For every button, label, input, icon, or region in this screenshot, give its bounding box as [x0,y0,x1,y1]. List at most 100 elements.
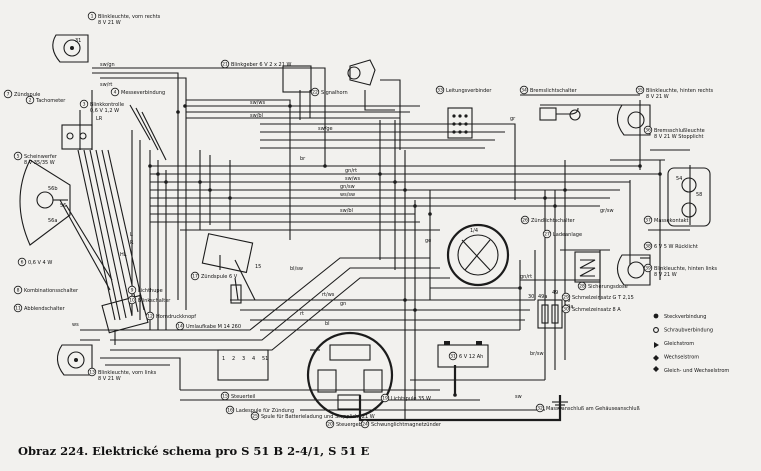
legend-labels: SteckverbindungSchraubverbindungGleichst… [664,314,729,374]
wire-label: sw/rt [100,82,112,88]
callout-number: 6 [21,260,24,266]
callout-circle [3,89,13,99]
component-name: 6 V 5 W Rücklicht [654,244,698,250]
legend-item: Gleich- und Wechselstrom [664,368,729,374]
component-name: Blinkleuchte, vorn rechts [98,14,161,20]
wire-label: rt [300,311,304,317]
callout-circle [561,304,571,314]
component-name: Bremsschlußleuchte [654,128,705,134]
wire-label: ge [425,238,431,244]
wire-label: sw/ws [345,176,360,182]
callout-circle [87,367,97,377]
callout-number: 31 [450,354,456,360]
wire-label: gn/rt [520,274,532,280]
component-name: Sicherungsdose [588,284,628,290]
wire-label: gr/sw [600,208,614,214]
wire-label: gn [340,301,346,307]
component-name: Ladeanlage [553,232,582,238]
callout-number: 20 [327,422,333,428]
wire-label: gn/rt [345,168,357,174]
legend-item: Schraubverbindung [664,328,713,334]
callout-number: 10 [129,298,135,304]
ignition-coil [201,233,254,304]
callout-circle [535,403,545,413]
callout-number: 32 [537,406,543,412]
callout-circle [175,321,185,331]
wire-label: sw/bl [340,208,353,214]
terminal-label: 15 [255,264,261,270]
callout-circle [190,271,200,281]
component-shapes [19,34,711,419]
callout-circle [435,85,445,95]
component-name: Bremslichtschalter [530,88,578,94]
callout-circle [635,85,645,95]
terminal-label: 58 [696,192,702,198]
terminal-label: 4 [252,356,255,362]
callout-number: 39 [645,266,651,272]
speedometer [61,124,93,150]
callout-number: 15 [222,394,228,400]
wire-label: bl/sw [290,266,303,272]
component-name: 6 V 12 Ah [459,354,483,360]
callout-number: 25 [252,414,258,420]
component-name: Blinkgeber 6 V 2 x 21 W [231,62,291,68]
wire-label: sw/ws [250,100,265,106]
terminal-label: 2 [232,356,235,362]
callout-number: 38 [645,244,651,250]
callout-number: 19 [382,396,388,402]
tail-light [667,167,711,227]
wire-network [59,67,691,422]
terminal-label: 1 [222,356,225,362]
terminal-label: 30 [528,294,534,300]
component-name: Schmelzeinsatz 8 A [572,307,621,313]
callout-circle [643,125,653,135]
terminal-label: 1/4 [470,228,478,234]
terminal-labels: 56b 56a 56 31 15 54 49a 49 1 2 3 4 30 59… [48,38,702,362]
callout-number: 7 [7,92,10,98]
callout-number: 8 [17,288,20,294]
callout-circle [13,151,23,161]
callout-number: 1 [91,14,94,20]
wire-label: ws/sw [340,192,355,198]
callout-number: 11 [15,306,21,312]
ignition-switch [446,223,510,287]
callout-number: 12 [147,314,153,320]
legend-symbols [653,313,659,372]
component-rating: 8 V 21 W [654,272,677,278]
charging-regulator [574,251,601,283]
component-name: Zündspule 6 V [201,274,238,280]
component-name: Scheinwerfer [24,154,58,160]
callout-circle [145,311,155,321]
callout-circle [220,59,230,69]
terminal-label: 54 [676,176,682,182]
terminal-label: 31 [75,38,81,44]
legend-item: Steckverbindung [664,314,706,320]
terminal-label: LR [96,116,103,122]
callout-circle [87,11,97,21]
flasher-unit [282,65,312,93]
callout-circle [250,411,260,421]
callout-number: 2 [29,98,32,104]
wire-labels: sw/gn sw/rt sw/ws sw/bl sw/ge br gn/rt s… [72,62,614,400]
callout-circle [643,241,653,251]
component-name: Leitungsverbinder [446,88,492,94]
component-name: Signalhorn [321,90,348,96]
component-name: Ladespule für Zündung [236,408,294,414]
callout-number: 16 [227,408,233,414]
callout-number: 27 [544,232,550,238]
wire-label: sw/ge [318,126,333,132]
component-rating: 8 V 35/35 W [24,160,55,166]
callout-number: 24 [362,422,368,428]
terminal-label: 51 [262,356,268,362]
component-name: Zündlichtschalter [531,218,576,224]
callout-circle [520,215,530,225]
wire-label: sw/bl [250,113,263,119]
terminal-label: R [130,240,134,246]
component-name: 0,6 V 4 W [28,260,52,266]
figure-caption: Obraz 224. Elektrické schema pro S 51 B … [18,444,370,458]
component-name: Kombinationsschalter [24,288,79,294]
line-connector [447,107,473,139]
component-name: Masseanschluß am Gehäuseanschluß [546,406,640,412]
component-name: Tachometer [35,98,66,104]
